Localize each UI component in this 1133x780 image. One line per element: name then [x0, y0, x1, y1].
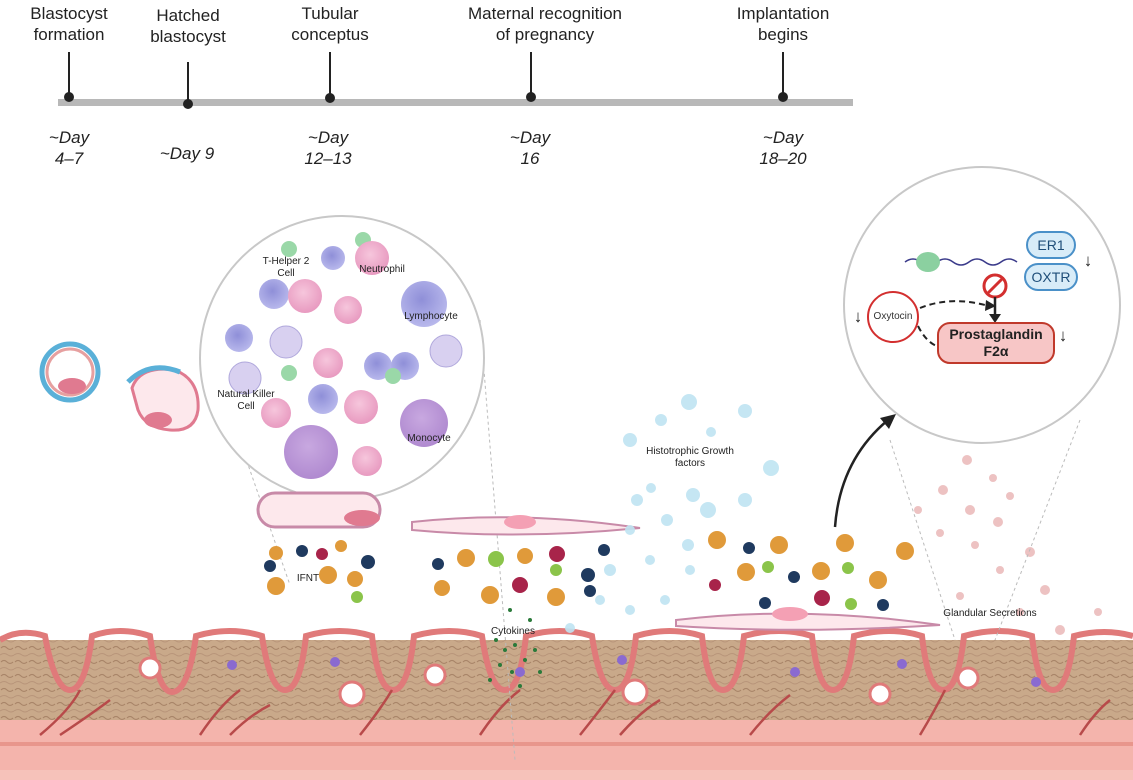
oxtr-pill-shape: [1024, 263, 1078, 291]
oxytocin-label: Oxytocin: [873, 311, 913, 322]
er1-label: ER1: [1037, 237, 1065, 253]
cytokines-label: Cytokines: [491, 626, 535, 637]
glandular-secretion-dots: [914, 455, 1102, 635]
event-day-2: ~Day 9: [159, 144, 215, 163]
th2-cell-label: T-Helper 2 Cell: [262, 256, 310, 279]
pathway-arrow: [833, 419, 889, 528]
glandular-label: Glandular Secretions: [943, 608, 1037, 619]
lymphocyte-label: Lymphocyte: [404, 311, 458, 322]
tubular-conceptus: [256, 491, 382, 529]
event-day-3: ~Day 12–13: [304, 128, 352, 168]
event-day-4: ~Day 16: [509, 128, 551, 168]
event-label-3: Tubular conceptus: [291, 4, 369, 44]
blastocyst: [39, 341, 101, 403]
event-day-5: ~Day 18–20: [759, 128, 807, 168]
hatched-blastocyst: [126, 365, 200, 432]
luminal-epithelium: [0, 628, 1133, 696]
growth-factor-molecules: [708, 531, 914, 611]
er1-pill-shape: [1026, 231, 1076, 259]
cytokine-molecules: [432, 544, 610, 688]
timeline-dots: [64, 92, 788, 109]
oxytocin-down-arrow: ↓: [853, 307, 863, 326]
er1-down-arrow: ↓: [1083, 251, 1093, 270]
dot-1: [64, 92, 74, 102]
pgf-magnifier: [843, 166, 1121, 641]
immune-cell-magnifier: [199, 215, 516, 761]
event-label-5: Implantation begins: [736, 4, 830, 44]
timeline: [58, 52, 853, 109]
event-label-1: Blastocyst formation: [30, 4, 108, 44]
elongated-conceptus-1: [411, 515, 641, 536]
ifnt-molecules: [264, 540, 375, 603]
pgf-label: Prostaglandin F2α: [949, 326, 1043, 359]
pgf-down-arrow: ↓: [1058, 326, 1068, 345]
oxytocin-circle: [867, 291, 919, 343]
histotrophic-label: Histotrophic Growth factors: [646, 446, 734, 469]
monocyte-label: Monocyte: [407, 433, 451, 444]
histotrophic-bubbles: [565, 394, 779, 633]
dot-4: [526, 92, 536, 102]
elongated-conceptus-2: [675, 607, 941, 631]
event-label-2: Hatched blastocyst: [150, 6, 226, 46]
oxtr-label: OXTR: [1031, 269, 1071, 285]
timeline-bar: [58, 99, 853, 106]
dot-2: [183, 99, 193, 109]
endometrium-stroma: [0, 628, 1133, 737]
pathway-arrowhead: [880, 414, 896, 429]
event-label-4: Maternal recognition of pregnancy: [467, 4, 623, 44]
dot-3: [325, 93, 335, 103]
nk-cell-label: Natural Killer Cell: [217, 389, 275, 412]
timeline-ticks: [68, 52, 784, 103]
dot-5: [778, 92, 788, 102]
ifnt-label: IFNT: [296, 573, 320, 584]
pgf-box: [937, 322, 1055, 364]
neutrophil-label: Neutrophil: [359, 264, 405, 275]
event-day-1: ~Day 4–7: [48, 128, 90, 168]
